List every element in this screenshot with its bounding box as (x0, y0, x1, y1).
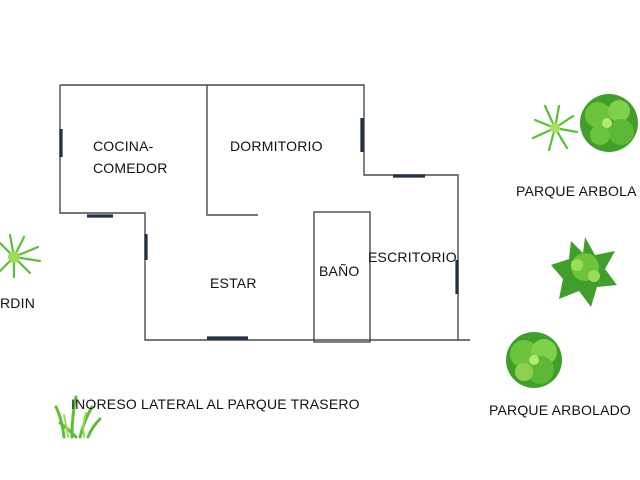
tree-icon (551, 237, 617, 307)
room-label-dormitorio: DORMITORIO (230, 138, 323, 154)
exterior-walls (59, 84, 470, 341)
room-label-bano: BAÑO (319, 263, 360, 279)
palm-icon (531, 104, 579, 152)
room-label-escritorio: ESCRITORIO (368, 249, 457, 265)
site-label-parque-arbolado-top: PARQUE ARBOLA (516, 183, 637, 199)
openings (59, 118, 459, 340)
site-label-parque-arbolado-bottom: PARQUE ARBOLADO (489, 402, 632, 418)
grass-icon (54, 395, 102, 439)
interior-walls (206, 85, 371, 343)
room-label-estar: ESTAR (210, 275, 257, 291)
room-label-cocina-comedor: COCINA- COMEDOR (93, 138, 168, 176)
site-label-ingreso-lateral: INORESO LATERAL AL PARQUE TRASERO (71, 396, 360, 412)
site-label-jardin: RDIN (0, 295, 36, 311)
palm-icon (0, 233, 42, 279)
bush-icon (506, 332, 562, 388)
tree-icon (580, 94, 638, 152)
